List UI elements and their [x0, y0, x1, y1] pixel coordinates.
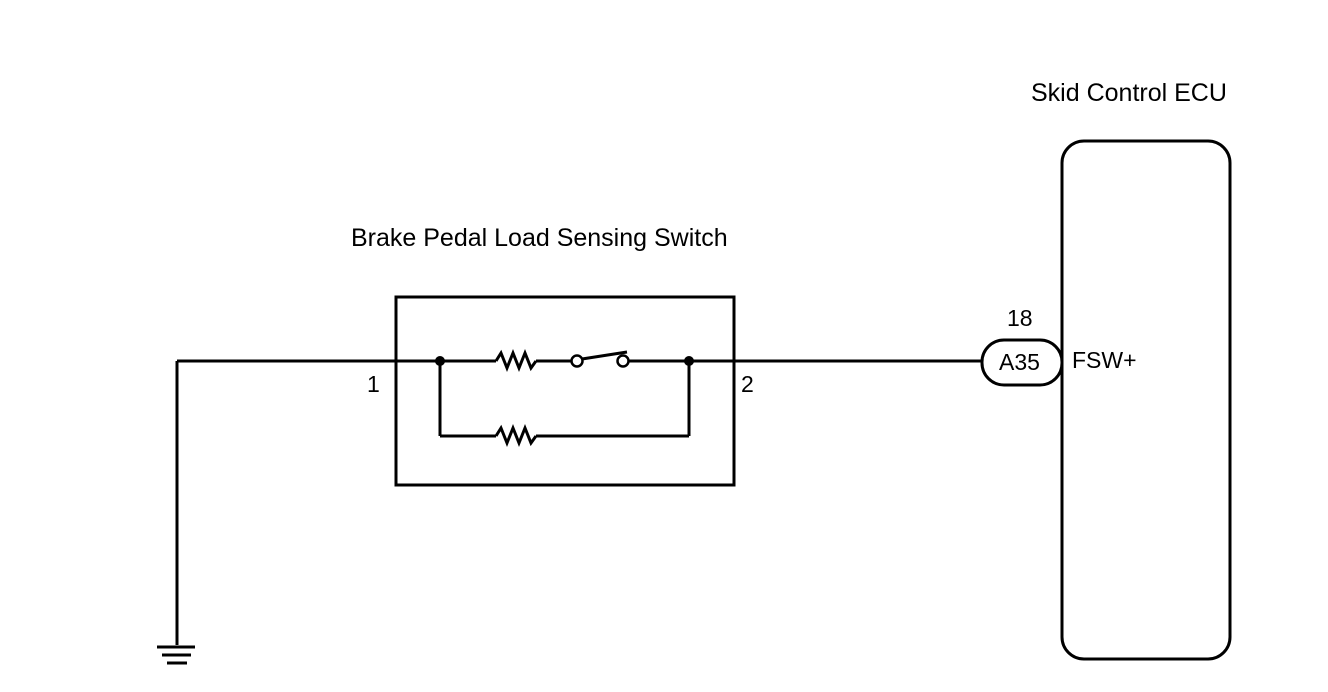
connector-code: A35 — [999, 349, 1040, 375]
ground-symbol-icon — [157, 645, 195, 665]
connector-pin-number: 18 — [1007, 305, 1033, 331]
resistor-upper-icon — [494, 348, 538, 373]
switch-title: Brake Pedal Load Sensing Switch — [351, 224, 728, 252]
switch-contact-icon — [570, 350, 630, 368]
resistor-lower-icon — [494, 423, 538, 448]
pin-number-left: 1 — [367, 371, 380, 397]
switch-enclosure — [394, 295, 736, 487]
ecu-terminal-label: FSW+ — [1072, 347, 1137, 373]
ecu-title: Skid Control ECU — [1031, 79, 1227, 107]
ecu-box — [1060, 139, 1232, 661]
pin-number-right: 2 — [741, 371, 754, 397]
connector-oval — [980, 338, 1064, 387]
junction-dot-left — [435, 356, 445, 366]
